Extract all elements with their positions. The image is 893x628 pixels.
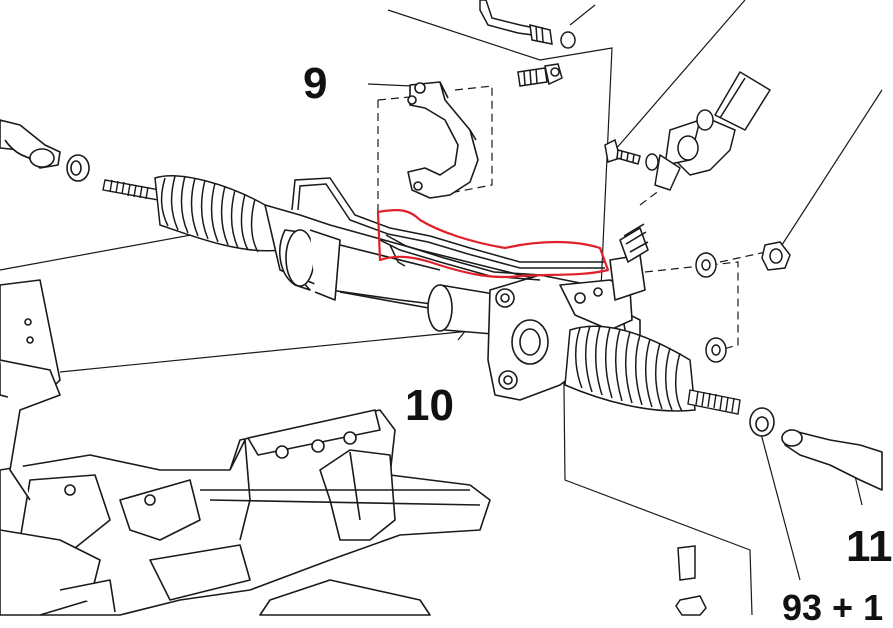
left-bellows-boot	[154, 175, 282, 253]
mounting-bracket-9	[407, 81, 479, 199]
left-tie-rod-end	[0, 119, 90, 182]
callout-part-9: 9	[303, 59, 328, 108]
right-bellows-boot	[564, 325, 696, 412]
bolts	[517, 63, 641, 165]
callout-part-10: 10	[405, 381, 454, 430]
callout-part-11: 11	[846, 522, 893, 571]
washers-nuts	[695, 241, 791, 363]
subframe	[0, 279, 491, 616]
hydraulic-fitting-top	[479, 0, 576, 49]
steering-shaft-joint	[645, 71, 771, 191]
highlighted-region	[376, 209, 610, 279]
clip-pieces	[675, 545, 707, 616]
right-tie-rod-end	[749, 407, 883, 491]
steering-rack-exploded-diagram	[0, 0, 883, 616]
leader-lines	[0, 0, 883, 616]
right-threaded-rod	[687, 389, 741, 415]
left-threaded-rod	[102, 179, 161, 201]
dashed-assembly-lines	[377, 85, 776, 351]
callout-part-93: 93 + 1	[782, 587, 884, 628]
rack-housing	[264, 204, 649, 401]
